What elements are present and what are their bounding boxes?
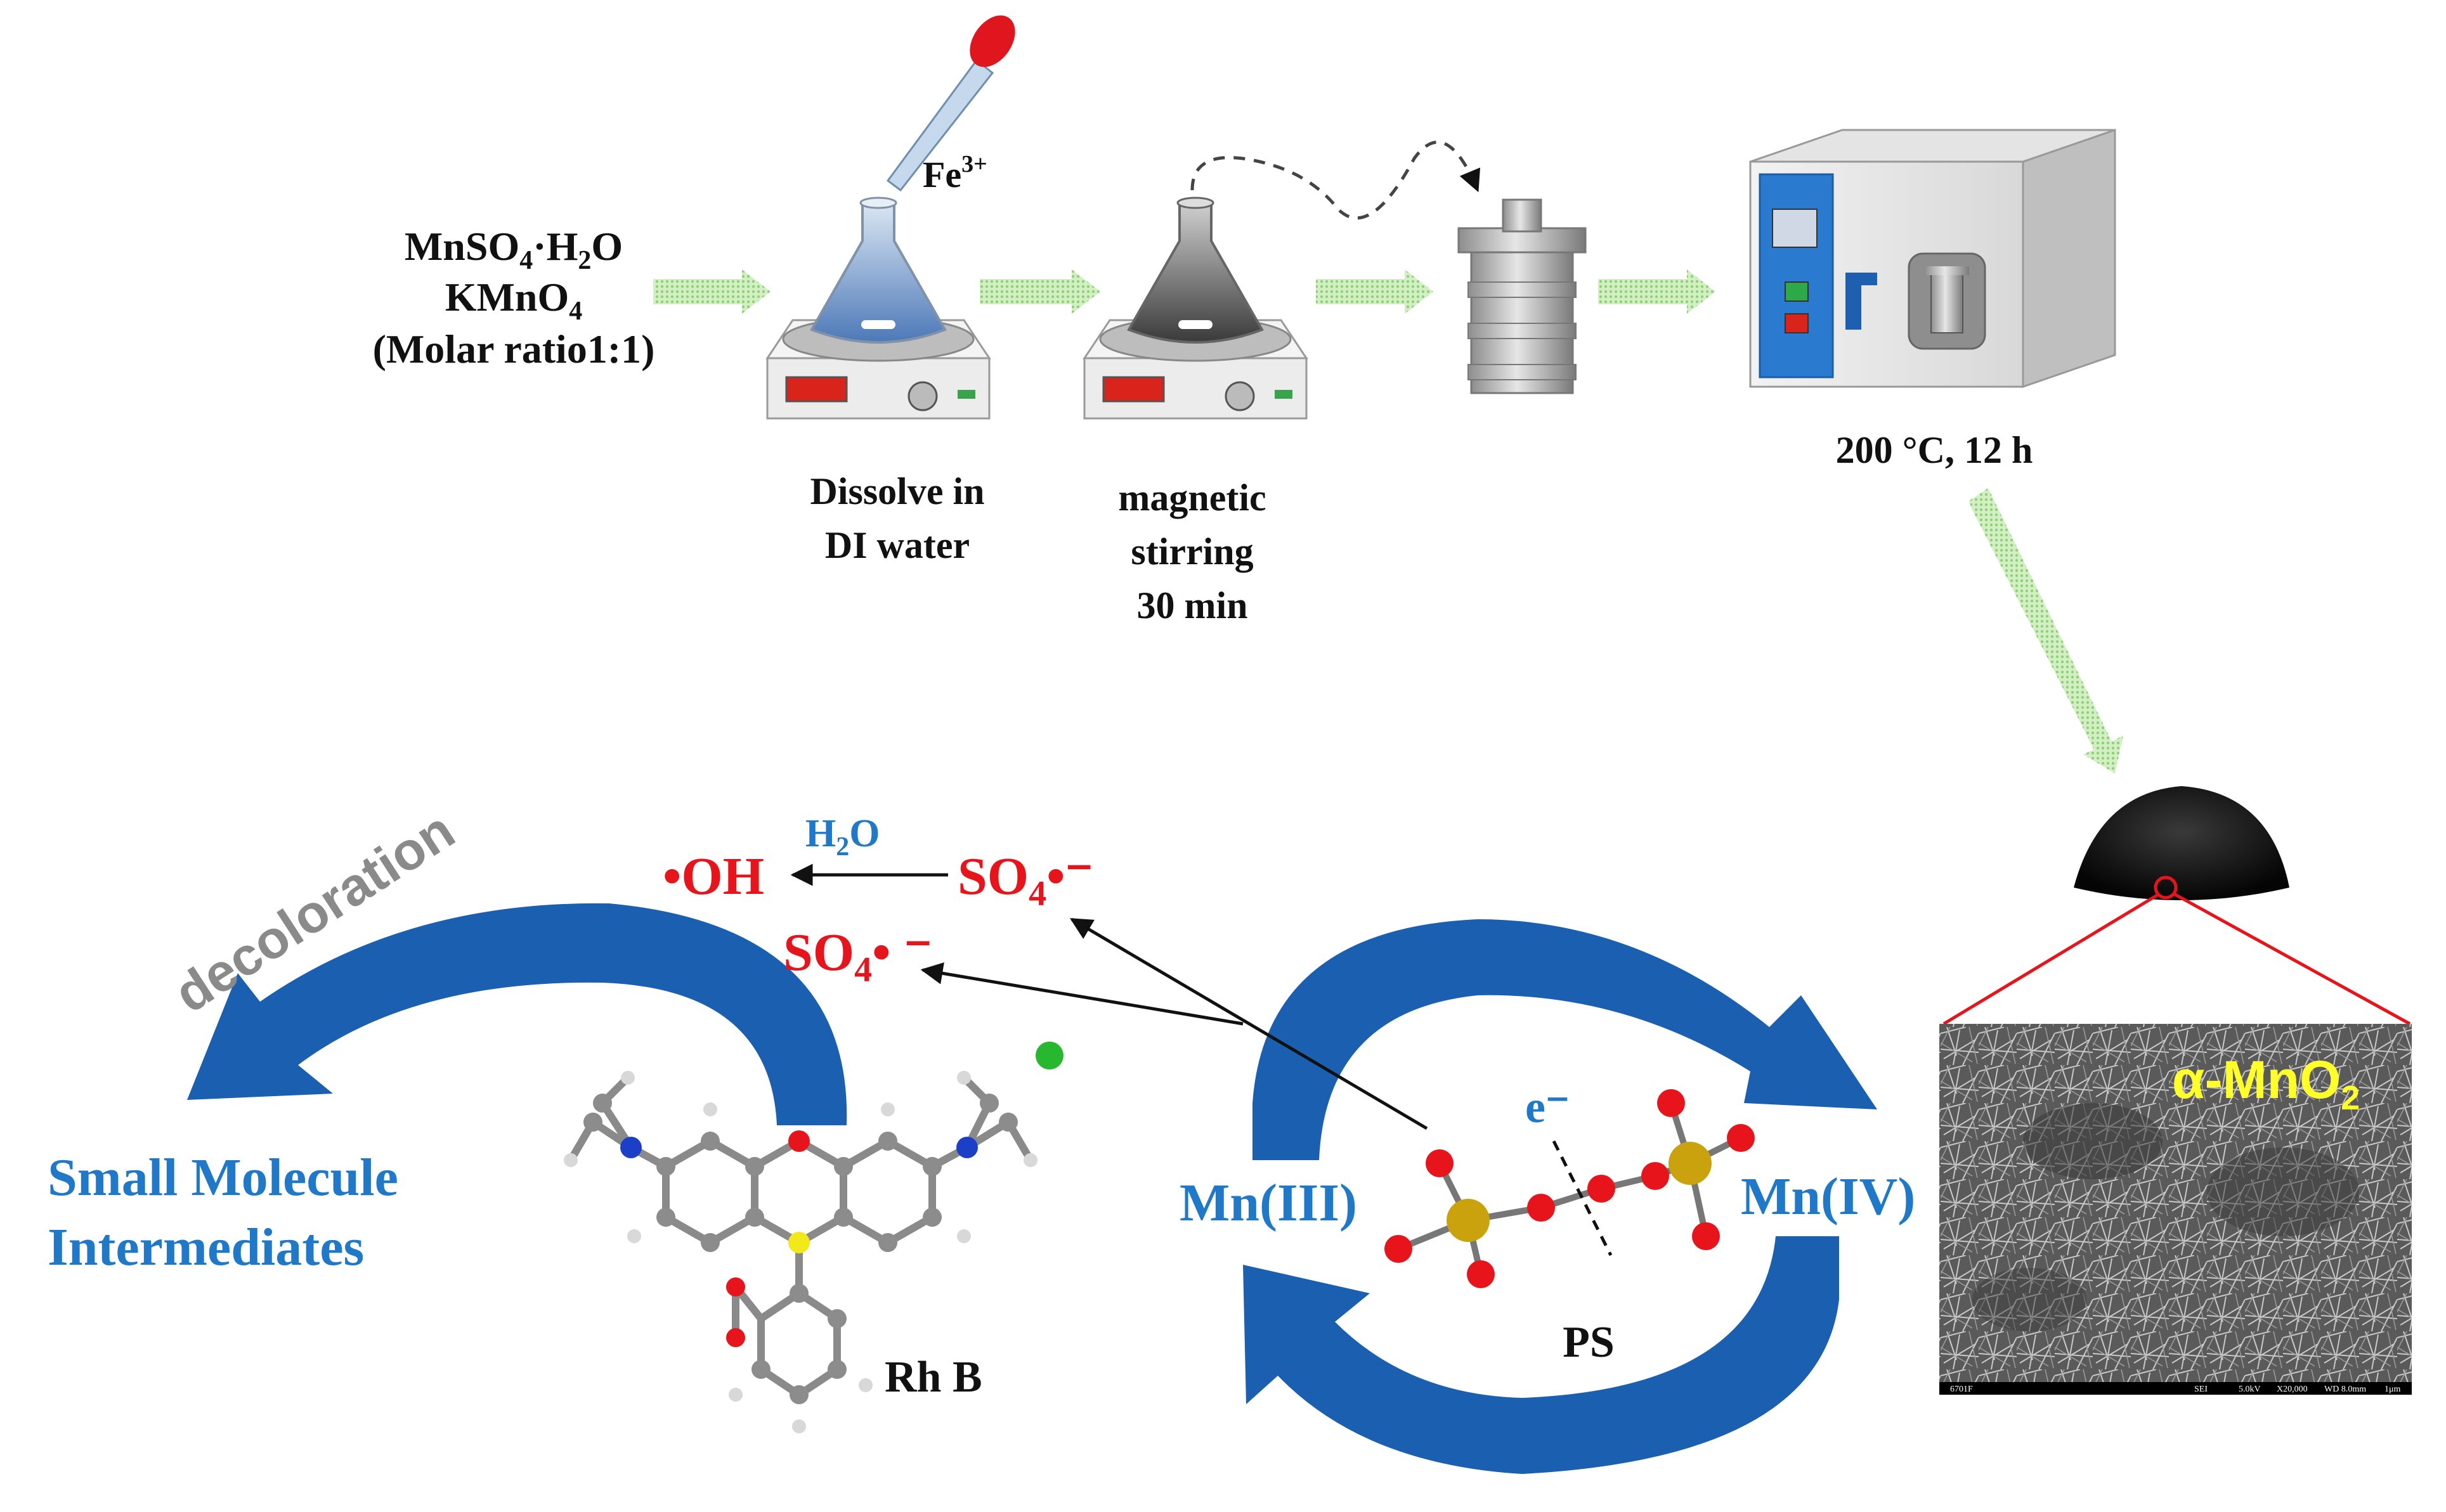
svg-text:6701F: 6701F [1950, 1385, 1973, 1394]
rhb-label: Rh B [885, 1353, 982, 1402]
stirrer-1 [765, 197, 991, 420]
process-arrows [653, 269, 2123, 773]
stirring-label-3: 30 min [1136, 585, 1247, 626]
water-label: H2O [805, 812, 880, 862]
iron-label: Fe3+ [923, 151, 987, 195]
mn4-label: Mn(IV) [1741, 1167, 1915, 1226]
arrow-diagonal [1969, 488, 2123, 773]
oven-condition-label: 200 °C, 12 h [1836, 429, 2033, 471]
sem-image: 6701F SEI 5.0kV X20,000 WD 8.0mm 1μm α-M… [1939, 1024, 2412, 1395]
dropper: Fe3+ [886, 15, 1015, 195]
autoclave [1457, 198, 1587, 394]
svg-text:WD 8.0mm: WD 8.0mm [2324, 1385, 2366, 1394]
flask-dark [1127, 202, 1264, 344]
molar-ratio-text: (Molar ratio1:1) [373, 326, 655, 372]
stirrer-2 [1083, 197, 1308, 420]
arrow-4 [1598, 269, 1715, 314]
arrow-2 [980, 269, 1100, 314]
reaction-arrows [790, 863, 1428, 1130]
zoom-lines [1942, 892, 2411, 1026]
sulfate-radical-2: SO4• ⁻ [783, 923, 932, 990]
small-molecule-label-2: Intermediates [48, 1218, 364, 1277]
electron-label: e⁻ [1525, 1082, 1570, 1132]
svg-text:MnSO4·H2O: MnSO4·H2O [405, 224, 623, 275]
svg-text:KMnO4: KMnO4 [445, 275, 583, 326]
flask-blue [810, 202, 947, 344]
dissolve-label-1: Dissolve in [810, 470, 984, 512]
mno2-label: α-MnO2 [2172, 1050, 2360, 1117]
rhodamine-b-molecule: Rh B [564, 1071, 1038, 1433]
arrow-3 [1316, 269, 1433, 314]
stirring-label-1: magnetic [1118, 477, 1266, 519]
mn3-label: Mn(III) [1180, 1173, 1357, 1232]
transfer-dashed-arrow [1190, 140, 1481, 220]
stirring-label-2: stirring [1131, 531, 1253, 572]
sulfate-radical-1: SO4•⁻ [958, 847, 1093, 914]
small-molecule-label-1: Small Molecule [48, 1148, 398, 1207]
ps-label: PS [1563, 1318, 1615, 1367]
reagents-label: MnSO4·H2O KMnO4 (Molar ratio1:1) [373, 224, 655, 372]
oven [1749, 128, 2116, 389]
svg-text:5.0kV: 5.0kV [2239, 1385, 2261, 1394]
mn-cycle [1243, 919, 1877, 1474]
persulfate-molecule: PS [1384, 1089, 1755, 1367]
green-atom [1036, 1042, 1064, 1069]
decoloration-arrow [187, 903, 847, 1125]
svg-text:X20,000: X20,000 [2277, 1385, 2308, 1394]
oh-radical-label: •OH [663, 847, 764, 906]
svg-text:1μm: 1μm [2384, 1385, 2401, 1394]
powder-pile [2074, 786, 2289, 900]
svg-text:SEI: SEI [2194, 1385, 2208, 1394]
dissolve-label-2: DI water [825, 524, 970, 566]
arrow-1 [653, 269, 771, 314]
